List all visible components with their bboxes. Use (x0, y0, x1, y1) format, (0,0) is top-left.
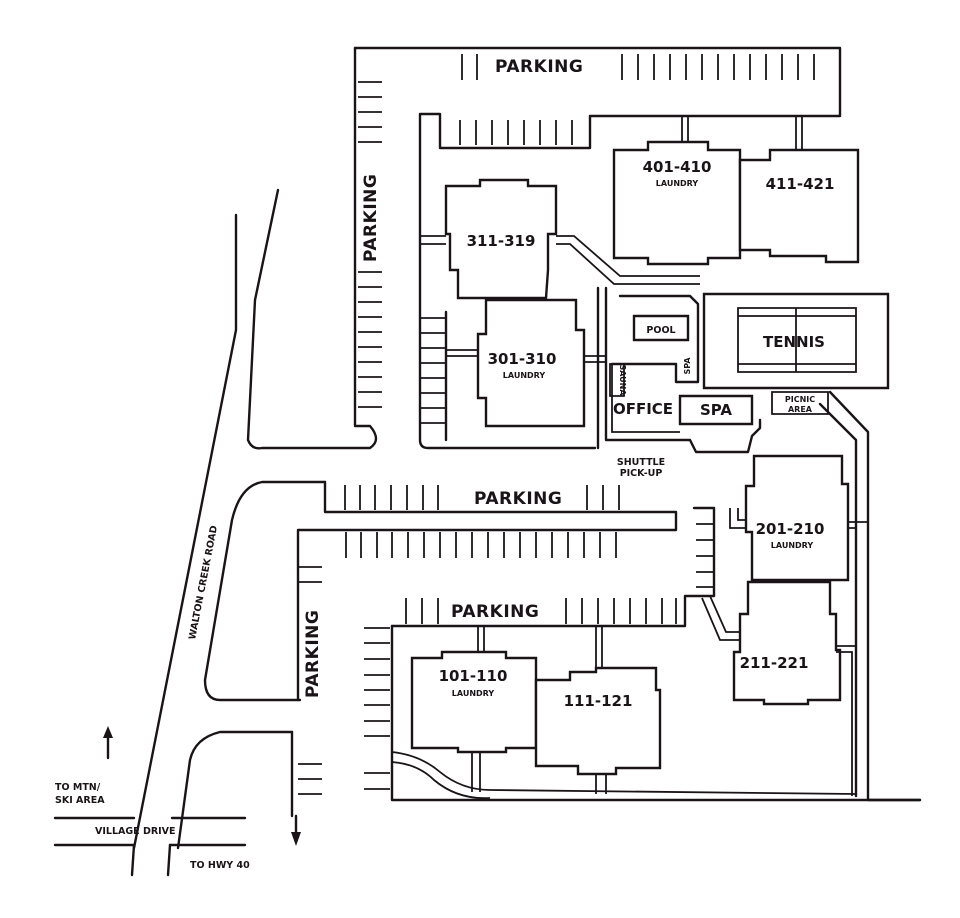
parking-label-middle: PARKING (474, 489, 562, 509)
walkways-100 (471, 626, 607, 794)
lower-parking-lot (290, 506, 922, 818)
building-301-310: 301-310 LAUNDRY (476, 298, 586, 428)
building-201-210-units: 201-210 (756, 520, 825, 538)
parking-label-lower: PARKING (451, 602, 539, 622)
building-111-121-units: 111-121 (564, 692, 633, 710)
walkways-200 (701, 508, 868, 796)
building-101-110: 101-110 LAUNDRY (410, 650, 538, 754)
tennis-court (702, 292, 890, 390)
east-path-inner (818, 402, 858, 798)
east-path (828, 390, 922, 802)
walton-creek-road (132, 188, 378, 850)
village-drive (53, 816, 247, 877)
parking-label-left: PARKING (361, 174, 381, 262)
middle-parking-lot (296, 480, 678, 702)
building-111-121: 111-121 (534, 666, 662, 776)
sauna-label: SAUNA (618, 364, 627, 396)
building-411-421-units: 411-421 (766, 175, 835, 193)
parking-label-top: PARKING (495, 57, 583, 77)
parking-label-lower-left: PARKING (303, 610, 323, 698)
building-301-310-laundry: LAUNDRY (503, 371, 546, 380)
building-201-210: 201-210 LAUNDRY (744, 454, 850, 582)
spa-small-label: SPA (683, 357, 692, 375)
building-211-221-units: 211-221 (740, 654, 809, 672)
building-401-410-units: 401-410 (643, 158, 712, 176)
to-mtn-label: TO MTN/ (55, 782, 101, 793)
to-hwy-label: TO HWY 40 (190, 860, 250, 871)
office-label: OFFICE (613, 400, 673, 418)
picnic-label-2: AREA (788, 405, 813, 414)
village-drive-label: VILLAGE DRIVE (95, 826, 176, 837)
spa-label: SPA (700, 401, 732, 419)
building-311-319-units: 311-319 (467, 232, 536, 250)
walkways-300 (420, 235, 700, 363)
picnic-area (771, 391, 829, 415)
shuttle-label-1: SHUTTLE (617, 457, 665, 468)
building-101-110-units: 101-110 (439, 667, 508, 685)
building-401-410-laundry: LAUNDRY (656, 179, 699, 188)
north-arrow-icon (103, 726, 113, 760)
tennis-label: TENNIS (763, 333, 825, 351)
walkways-400 (681, 116, 803, 150)
south-arrow-icon (291, 814, 301, 846)
pool-label: POOL (646, 325, 675, 336)
picnic-label-1: PICNIC (785, 395, 815, 404)
building-211-221: 211-221 (732, 580, 842, 706)
building-401-410: 401-410 LAUNDRY (612, 140, 742, 266)
building-101-110-laundry: LAUNDRY (452, 689, 495, 698)
building-301-310-units: 301-310 (488, 350, 557, 368)
to-ski-area-label: SKI AREA (55, 795, 105, 806)
building-311-319: 311-319 (444, 178, 558, 300)
building-411-421: 411-421 (738, 148, 860, 264)
top-parking-lot (353, 46, 842, 450)
building-201-210-laundry: LAUNDRY (771, 541, 814, 550)
amenity-complex (596, 286, 762, 454)
shuttle-label-2: PICK-UP (620, 468, 663, 479)
